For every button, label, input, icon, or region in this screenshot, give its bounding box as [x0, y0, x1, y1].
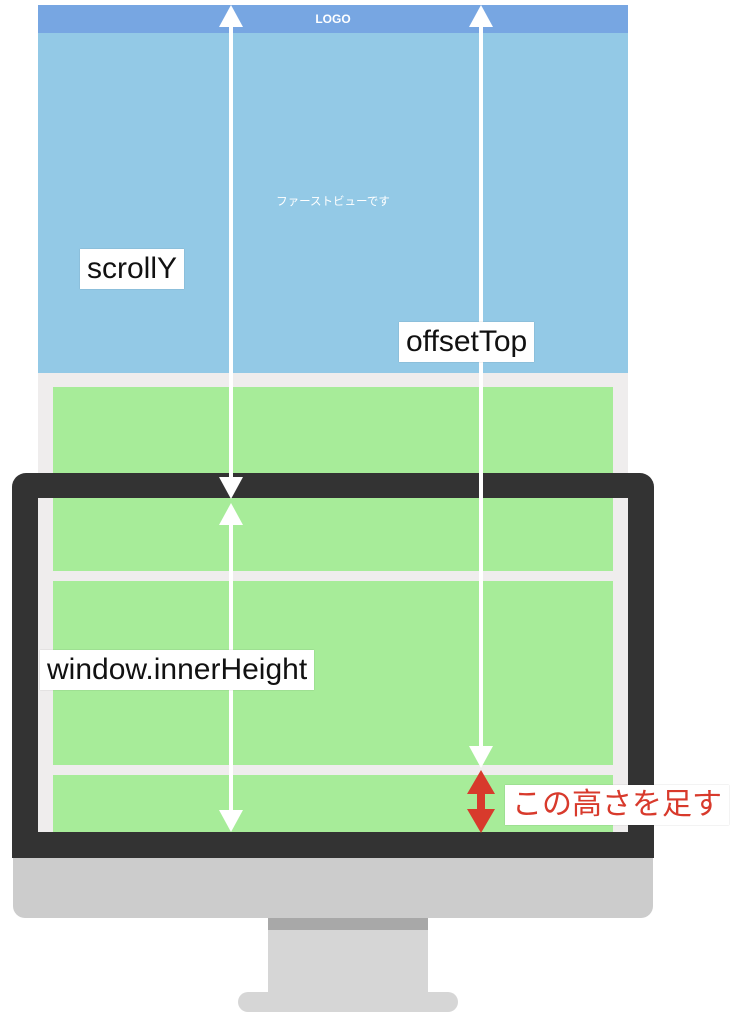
monitor-screen	[38, 498, 628, 832]
offset-top-label: offsetTop	[399, 322, 535, 362]
monitor-stand-foot	[238, 992, 458, 1012]
monitor-neck-shadow	[268, 918, 428, 930]
content-block-1	[53, 387, 613, 473]
first-view-section	[38, 33, 628, 373]
add-height-label: この高さを足す	[505, 785, 729, 825]
inner-height-label: window.innerHeight	[40, 650, 315, 690]
scrolly-arrow	[219, 5, 243, 499]
logo: LOGO	[315, 12, 351, 26]
scrolly-label: scrollY	[80, 249, 185, 289]
offset-top-arrow	[469, 5, 493, 768]
header-bar	[38, 5, 628, 33]
first-view-text: ファーストビューです	[276, 196, 390, 208]
add-height-arrow	[467, 770, 495, 833]
content-block-1-visible	[53, 498, 613, 571]
monitor-chin	[13, 856, 653, 918]
